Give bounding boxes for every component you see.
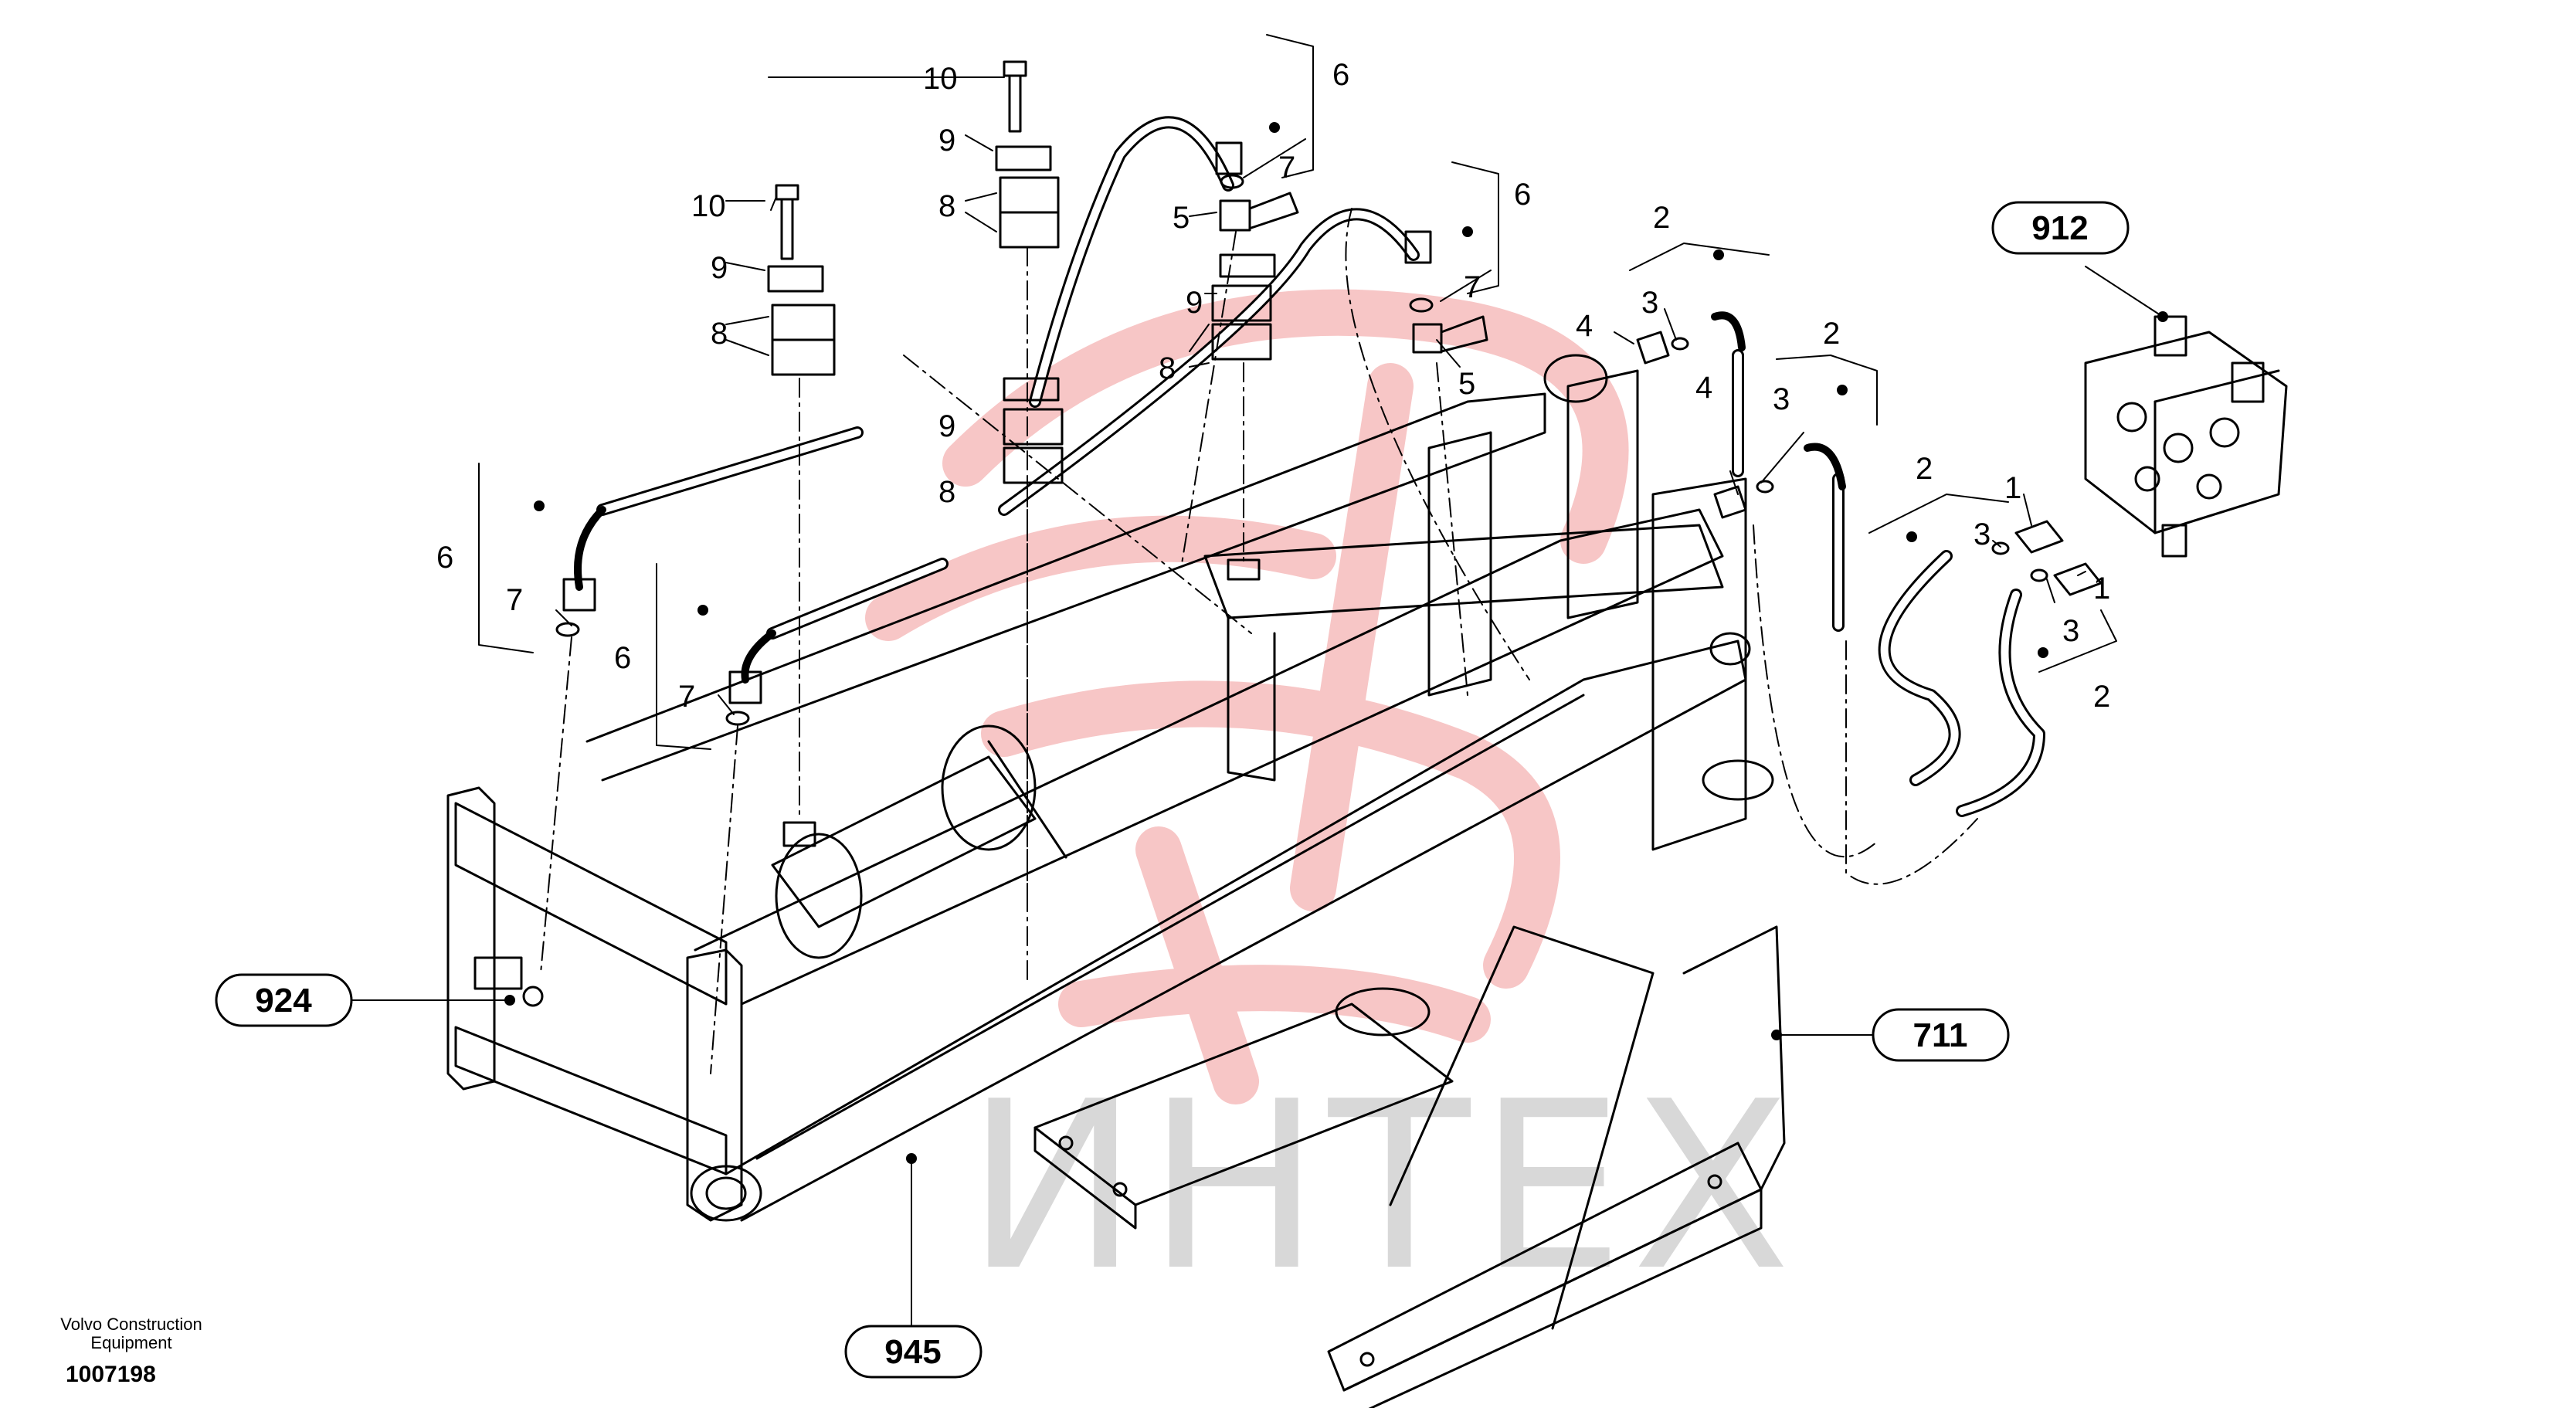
label-8-mid: 8 (1159, 351, 1176, 385)
dash-dot-guides (540, 208, 1978, 1074)
bolts (775, 60, 1027, 260)
label-3-b: 3 (1773, 382, 1790, 416)
watermark-text: ИНТЕХ (966, 1052, 1798, 1321)
label-3-c: 3 (1974, 517, 1991, 551)
footer-company-line2: Equipment (90, 1333, 172, 1352)
label-1-a: 1 (2004, 471, 2021, 505)
callout-912[interactable]: 912 (1991, 201, 2130, 255)
hose-clamps (767, 145, 1276, 484)
callout-924[interactable]: 924 (215, 973, 353, 1027)
control-valve (2084, 315, 2288, 558)
label-2-a: 2 (1653, 201, 1670, 235)
label-9-lower: 9 (938, 409, 955, 443)
label-2-b: 2 (1823, 317, 1840, 351)
label-1-b: 1 (2093, 572, 2110, 606)
svg-text:711: 711 (1913, 1016, 1968, 1054)
label-9-left: 9 (711, 251, 728, 285)
label-8-left: 8 (711, 317, 728, 351)
hose-fittings (562, 141, 1846, 704)
leader-lines (324, 76, 2164, 1345)
label-6-left: 6 (436, 541, 453, 575)
label-5-mid: 5 (1458, 367, 1475, 401)
label-10-top: 10 (923, 62, 958, 96)
grease-nipple (473, 956, 544, 1007)
label-3-a: 3 (1641, 286, 1658, 320)
hoses-inner (599, 118, 2043, 815)
brackets (478, 34, 2117, 750)
svg-text:945: 945 (884, 1333, 941, 1371)
label-9-mid: 9 (1186, 286, 1203, 320)
label-8-top: 8 (938, 189, 955, 223)
connectors (2014, 520, 2103, 596)
seals-and-nuts (555, 174, 2048, 726)
callout-711[interactable]: 711 (1872, 1008, 2010, 1062)
label-7-top: 7 (1278, 151, 1295, 185)
svg-text:912: 912 (2031, 209, 2088, 247)
label-2-c: 2 (1916, 452, 1933, 486)
label-3-d: 3 (2062, 614, 2079, 648)
adaptors (1219, 192, 1488, 354)
footer-drawing-number: 1007198 (66, 1362, 156, 1387)
boom-frame (446, 354, 1751, 1222)
label-2-d: 2 (2093, 680, 2110, 714)
callout-945[interactable]: 945 (844, 1325, 983, 1379)
label-9-top: 9 (938, 124, 955, 158)
label-10-left: 10 (691, 189, 726, 223)
svg-text:924: 924 (255, 982, 312, 1020)
marker-dots (504, 122, 2168, 1164)
label-6-top: 6 (1332, 58, 1349, 92)
label-6-mid: 6 (1514, 178, 1531, 212)
label-7-mid: 7 (1464, 270, 1481, 304)
label-5-top: 5 (1173, 201, 1190, 235)
part-labels: 10 9 8 6 7 5 6 7 5 9 8 10 9 8 9 8 6 7 6 … (436, 58, 2110, 714)
watermark-logo (865, 289, 1629, 1104)
label-4-b: 4 (1695, 371, 1712, 405)
label-8-lower: 8 (938, 475, 955, 509)
label-6-lower: 6 (614, 641, 631, 675)
label-7-left: 7 (506, 583, 523, 617)
label-7-lower: 7 (678, 680, 695, 714)
footer-company-line1: Volvo Construction (60, 1315, 202, 1334)
label-4-a: 4 (1576, 309, 1593, 343)
